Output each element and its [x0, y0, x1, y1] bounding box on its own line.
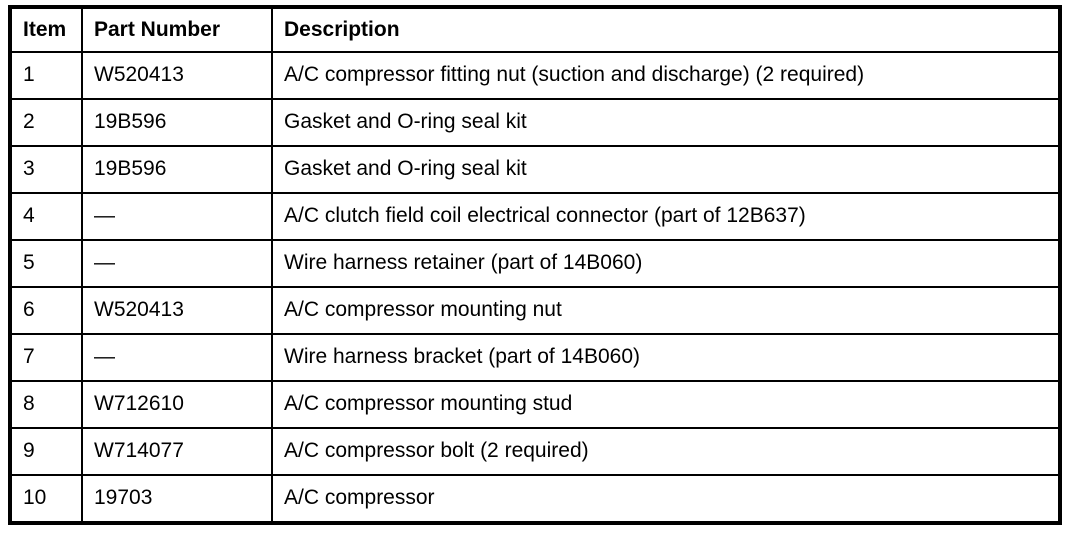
cell-description: A/C compressor fitting nut (suction and … [271, 51, 1061, 100]
table-row: 2 19B596 Gasket and O-ring seal kit [9, 98, 1061, 147]
table-row: 10 19703 A/C compressor [9, 474, 1061, 524]
col-header-part-number: Part Number [81, 6, 273, 53]
cell-item: 2 [9, 98, 83, 147]
cell-part-number: — [81, 239, 273, 288]
table-row: 6 W520413 A/C compressor mounting nut [9, 286, 1061, 335]
cell-item: 4 [9, 192, 83, 241]
cell-description: Gasket and O-ring seal kit [271, 98, 1061, 147]
cell-item: 1 [9, 51, 83, 100]
cell-part-number: W520413 [81, 51, 273, 100]
table-row: 4 — A/C clutch field coil electrical con… [9, 192, 1061, 241]
cell-item: 10 [9, 474, 83, 524]
table-row: 3 19B596 Gasket and O-ring seal kit [9, 145, 1061, 194]
cell-item: 9 [9, 427, 83, 476]
cell-part-number: 19703 [81, 474, 273, 524]
col-header-description: Description [271, 6, 1061, 53]
cell-description: Wire harness bracket (part of 14B060) [271, 333, 1061, 382]
cell-description: A/C compressor [271, 474, 1061, 524]
cell-description: Gasket and O-ring seal kit [271, 145, 1061, 194]
cell-description: A/C compressor bolt (2 required) [271, 427, 1061, 476]
cell-description: A/C compressor mounting stud [271, 380, 1061, 429]
cell-part-number: W712610 [81, 380, 273, 429]
table-header-row: Item Part Number Description [9, 6, 1061, 53]
cell-item: 8 [9, 380, 83, 429]
cell-part-number: — [81, 192, 273, 241]
cell-description: A/C clutch field coil electrical connect… [271, 192, 1061, 241]
cell-part-number: W714077 [81, 427, 273, 476]
cell-part-number: W520413 [81, 286, 273, 335]
table-row: 5 — Wire harness retainer (part of 14B06… [9, 239, 1061, 288]
cell-item: 6 [9, 286, 83, 335]
table-row: 1 W520413 A/C compressor fitting nut (su… [9, 51, 1061, 100]
col-header-item: Item [9, 6, 83, 53]
parts-table: Item Part Number Description 1 W520413 A… [8, 5, 1062, 525]
cell-description: Wire harness retainer (part of 14B060) [271, 239, 1061, 288]
cell-description: A/C compressor mounting nut [271, 286, 1061, 335]
cell-part-number: — [81, 333, 273, 382]
cell-item: 5 [9, 239, 83, 288]
cell-item: 7 [9, 333, 83, 382]
cell-part-number: 19B596 [81, 98, 273, 147]
table-row: 8 W712610 A/C compressor mounting stud [9, 380, 1061, 429]
cell-part-number: 19B596 [81, 145, 273, 194]
cell-item: 3 [9, 145, 83, 194]
table-row: 9 W714077 A/C compressor bolt (2 require… [9, 427, 1061, 476]
table-row: 7 — Wire harness bracket (part of 14B060… [9, 333, 1061, 382]
